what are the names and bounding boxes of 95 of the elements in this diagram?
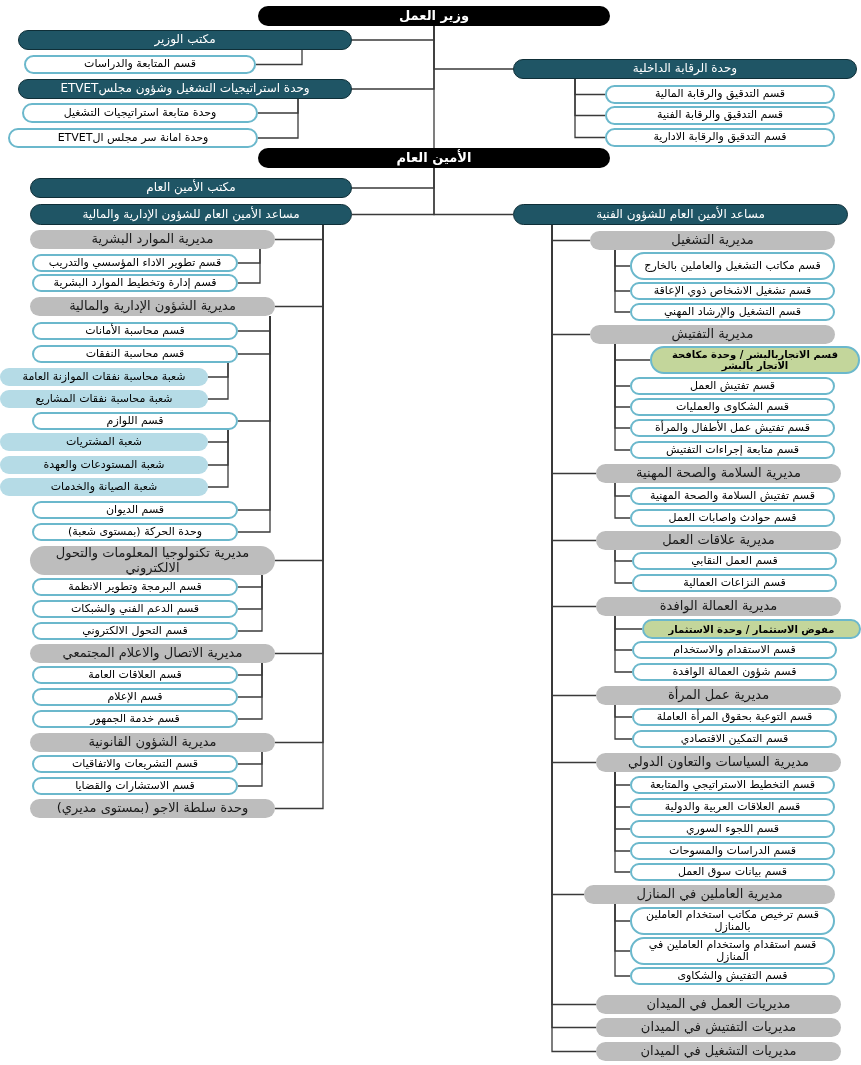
section-box: قسم التدقيق والرقابة المالية <box>605 85 835 104</box>
section-box: قسم الاستقدام والاستخدام <box>632 641 837 659</box>
section-box: قسم تفتيش السلامة والصحة المهنية <box>630 487 835 505</box>
connector-line <box>257 98 299 139</box>
directorate-box: مديرية التفتيش <box>590 325 835 344</box>
section-box: قسم التشغيل والإرشاد المهني <box>630 303 835 321</box>
section-box: قسم تشغيل الاشخاص ذوي الإعاقة <box>630 282 835 300</box>
unit-box: مساعد الأمين العام للشؤون الفنية <box>513 204 848 225</box>
division-box: شعبة الصيانة والخدمات <box>0 478 208 496</box>
unit-box: قسم الاتجاربالبشر / وحدة مكافحة الاتجار بالبشر <box>650 346 860 374</box>
leader-box: وزير العمل <box>258 6 610 26</box>
directorate-box: مديرية الشؤون الإدارية والمالية <box>30 297 275 316</box>
section-box: قسم محاسبة النفقات <box>32 345 238 363</box>
section-box: قسم التوعية بحقوق المرأة العاملة <box>632 708 837 726</box>
division-box: شعبة المشتريات <box>0 433 208 451</box>
connector-line <box>237 751 263 787</box>
division-box: شعبة محاسبة نفقات المشاريع <box>0 390 208 408</box>
unit-box: وحدة الرقابة الداخلية <box>513 59 857 79</box>
connector-line <box>237 248 261 284</box>
directorate-box: مديرية الموارد البشرية <box>30 230 275 249</box>
section-box: قسم متابعة إجراءات التفتيش <box>630 441 835 459</box>
unit-box: مساعد الأمين العام للشؤون الإدارية والمالية <box>30 204 352 225</box>
section-box: قسم شؤون العمالة الوافدة <box>632 663 837 681</box>
division-box: شعبة محاسبة نفقات الموازنة العامة <box>0 368 208 386</box>
directorate-box: مديرية عمل المرأة <box>596 686 841 705</box>
section-box: قسم الديوان <box>32 501 238 519</box>
connector-line <box>255 49 303 66</box>
section-box: قسم اللوازم <box>32 412 238 430</box>
section-box: قسم التدقيق والرقابة الفنية <box>605 106 835 125</box>
connector-line <box>614 249 631 313</box>
connector-line <box>614 482 631 519</box>
section-box: قسم التمكين الاقتصادي <box>632 730 837 748</box>
connector-line <box>614 615 633 673</box>
connector-line <box>614 704 633 740</box>
section-box: قسم استقدام واستخدام العاملين في المنازل <box>630 937 835 965</box>
section-box: قسم خدمة الجمهور <box>32 710 238 728</box>
section-box: قسم الإعلام <box>32 688 238 706</box>
section-box: قسم العمل النقابي <box>632 552 837 570</box>
directorate-box: مديرية الاتصال والاعلام المجتمعي <box>30 644 275 663</box>
section-box: قسم تفتيش عمل الأطفال والمرأة <box>630 419 835 437</box>
connector-line <box>614 771 631 873</box>
section-box: قسم التشريعات والاتفاقيات <box>32 755 238 773</box>
directorate-box: مديريات التفتيش في الميدان <box>596 1018 841 1037</box>
directorate-box: مديرية التشغيل <box>590 231 835 250</box>
section-box: قسم الاستشارات والقضايا <box>32 777 238 795</box>
directorate-box: مديرية العاملين في المنازل <box>584 885 835 904</box>
connector-line <box>207 362 229 400</box>
connector-line <box>574 78 606 139</box>
connector-line <box>433 167 514 216</box>
section-box: قسم تفتيش العمل <box>630 377 835 395</box>
division-box: شعبة المستودعات والعهدة <box>0 456 208 474</box>
directorate-box: وحدة سلطة الاجو (بمستوى مديري) <box>30 799 275 818</box>
section-box: قسم اللجوء السوري <box>630 820 835 838</box>
section-box: قسم المتابعة والدراسات <box>24 55 256 74</box>
section-box: قسم تطوير الاداء المؤسسي والتدريب <box>32 254 238 272</box>
section-box: قسم التخطيط الاستراتيجي والمتابعة <box>630 776 835 794</box>
unit-box: مفوض الاستثمار / وحدة الاستثمار <box>642 619 861 639</box>
section-box: قسم البرمجة وتطوير الانظمة <box>32 578 238 596</box>
section-box: قسم إدارة وتخطيط الموارد البشرية <box>32 274 238 292</box>
section-box: وحدة الحركة (بمستوى شعبة) <box>32 523 238 541</box>
section-box: قسم الدراسات والمسوحات <box>630 842 835 860</box>
unit-box: مكتب الوزير <box>18 30 352 50</box>
section-box: قسم مكاتب التشغيل والعاملين بالخارج <box>630 252 835 280</box>
connector-line <box>614 903 631 977</box>
section-box: قسم الشكاوى والعمليات <box>630 398 835 416</box>
unit-box: مكتب الأمين العام <box>30 178 352 198</box>
section-box: قسم النزاعات العمالية <box>632 574 837 592</box>
leader-box: الأمين العام <box>258 148 610 168</box>
directorate-box: مديرية السلامة والصحة المهنية <box>596 464 841 483</box>
connector-line <box>237 662 263 720</box>
section-box: قسم العلاقات العربية والدولية <box>630 798 835 816</box>
section-box: قسم الدعم الفني والشبكات <box>32 600 238 618</box>
section-box: وحدة متابعة استراتيجيات التشغيل <box>22 103 258 123</box>
connector-line <box>207 429 229 488</box>
connector-line <box>614 343 631 451</box>
connector-line <box>614 549 633 584</box>
directorate-box: مديرية الشؤون القانونية <box>30 733 275 752</box>
directorate-box: مديرية العمالة الوافدة <box>596 597 841 616</box>
section-box: قسم التفتيش والشكاوى <box>630 967 835 985</box>
section-box: قسم التدقيق والرقابة الادارية <box>605 128 835 147</box>
directorate-box: مديريات العمل في الميدان <box>596 995 841 1014</box>
section-box: قسم العلاقات العامة <box>32 666 238 684</box>
directorate-box: مديرية تكنولوجيا المعلومات والتحول الالكتروني <box>30 546 275 575</box>
directorate-box: مديرية السياسات والتعاون الدولي <box>596 753 841 772</box>
directorate-box: مديرية علاقات العمل <box>596 531 841 550</box>
section-box: قسم محاسبة الأمانات <box>32 322 238 340</box>
directorate-box: مديريات التشغيل في الميدان <box>596 1042 841 1061</box>
section-box: قسم التحول الالكتروني <box>32 622 238 640</box>
unit-box: وحدة استراتيجيات التشغيل وشؤون مجلسETVET <box>18 79 352 99</box>
connector-line <box>433 25 435 149</box>
section-box: قسم حوادث واصابات العمل <box>630 509 835 527</box>
section-box: قسم ترخيص مكاتب استخدام العاملين بالمنازل <box>630 907 835 935</box>
section-box: وحدة امانة سر مجلس الETVET <box>8 128 258 148</box>
connector-line <box>237 574 263 632</box>
section-box: قسم بيانات سوق العمل <box>630 863 835 881</box>
